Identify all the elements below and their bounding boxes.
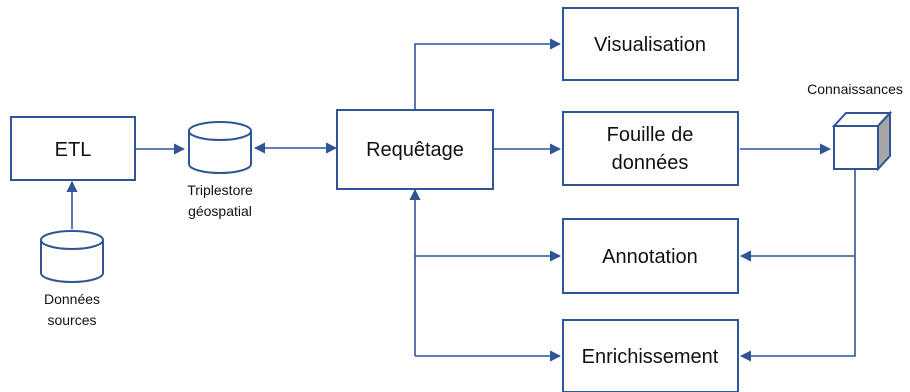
etl-label: ETL	[55, 139, 92, 161]
requetage-node: Requêtage	[336, 109, 494, 190]
donnees-sources-database-icon	[40, 230, 104, 283]
triplestore-label-line2: géospatial	[188, 203, 252, 219]
triplestore-database-icon	[188, 121, 252, 174]
connectors	[66, 38, 856, 362]
visualisation-node: Visualisation	[562, 7, 739, 81]
fouille-label-line1: Fouille de	[607, 124, 694, 146]
triplestore-label-line1: Triplestore	[187, 182, 253, 198]
etl-node: ETL	[10, 116, 136, 181]
enrichissement-label: Enrichissement	[582, 346, 719, 368]
arrow-connaissances-to-enrichissement	[739, 170, 856, 362]
arrow-requetage-to-visualisation	[414, 38, 562, 110]
connaissances-label: Connaissances	[807, 81, 903, 97]
connaissances-cube-icon	[831, 110, 893, 172]
fouille-de-donnees-node: Fouille de données	[562, 111, 739, 186]
donnees-sources-label-line2: sources	[47, 312, 96, 328]
enrichissement-node: Enrichissement	[562, 319, 739, 392]
visualisation-label: Visualisation	[594, 34, 706, 56]
annotation-label: Annotation	[602, 246, 698, 268]
fouille-label-line2: données	[612, 152, 689, 174]
requetage-label: Requêtage	[366, 139, 464, 161]
donnees-sources-label-line1: Données	[44, 291, 100, 307]
annotation-node: Annotation	[562, 218, 739, 294]
